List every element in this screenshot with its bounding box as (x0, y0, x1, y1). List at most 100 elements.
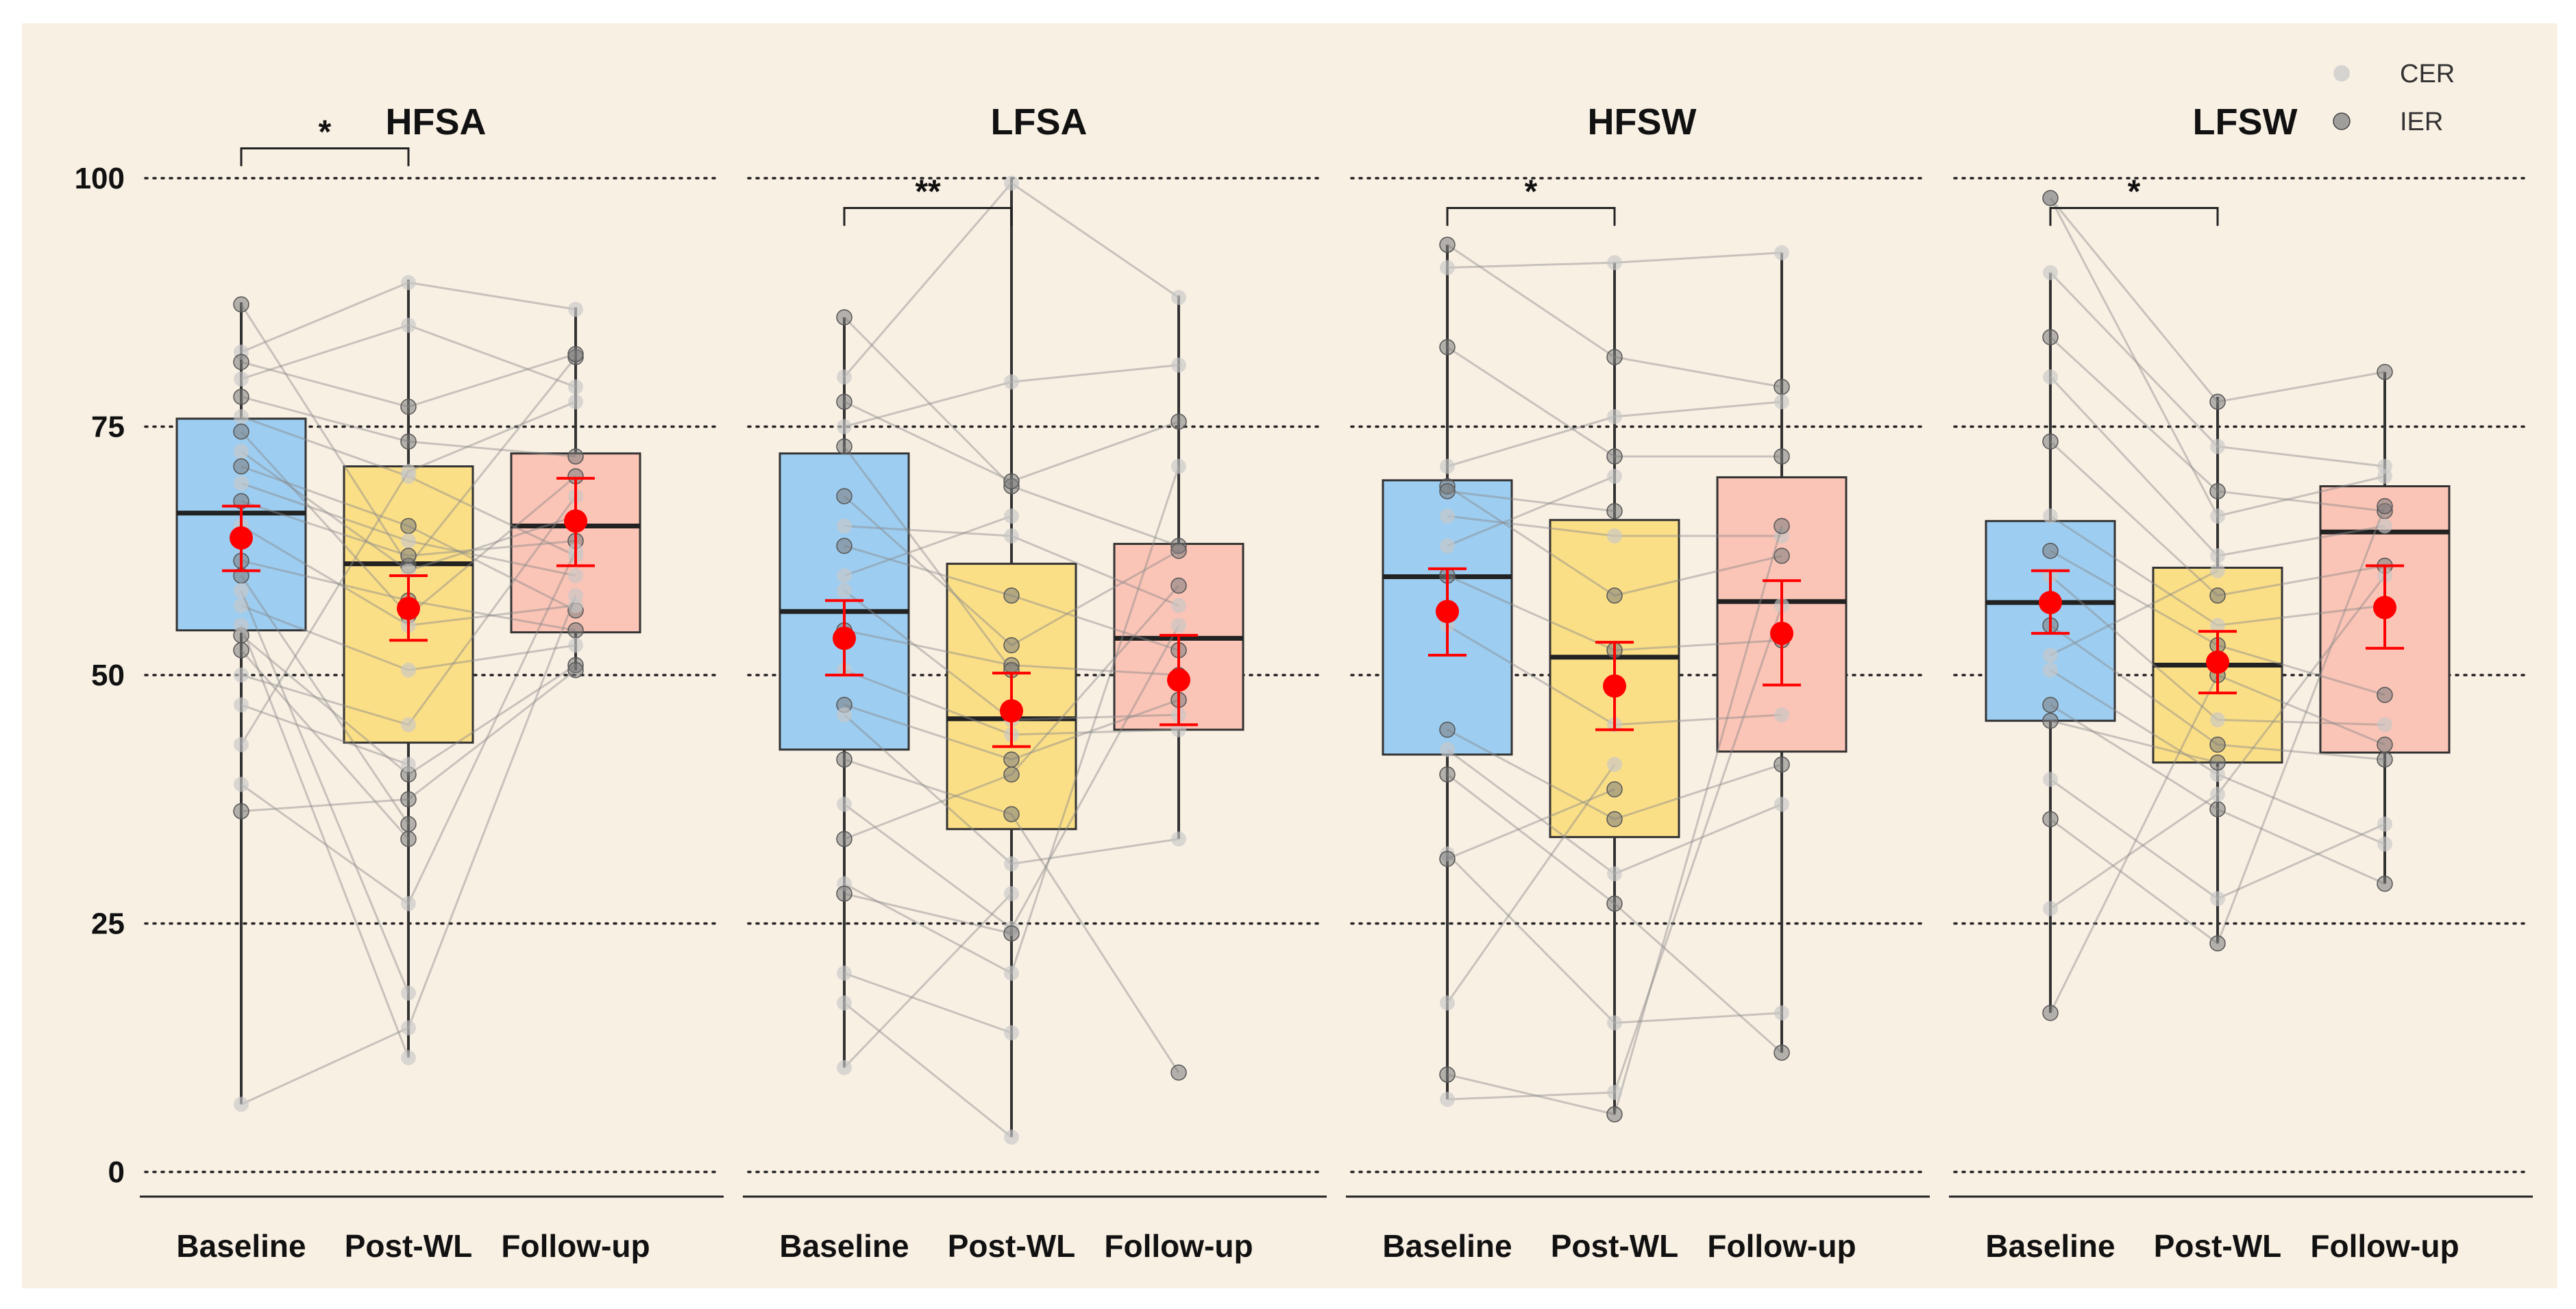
mean-point (397, 596, 420, 620)
panel-title: LFSW (2193, 101, 2298, 143)
participant-point (2377, 751, 2393, 768)
mean-point (833, 626, 856, 650)
participant-point (2210, 617, 2225, 633)
participant-line (2050, 720, 2218, 764)
participant-point (400, 791, 417, 807)
participant-point (1606, 349, 1623, 365)
significance-label: * (1525, 174, 1538, 210)
participant-point (400, 517, 417, 535)
participant-point (567, 622, 584, 639)
participant-point (2210, 439, 2225, 454)
participant-point (234, 476, 249, 491)
significance-bracket (1446, 207, 1616, 226)
participant-point (1607, 757, 1622, 772)
category-label: Baseline (176, 1228, 306, 1264)
mean-point (1436, 600, 1459, 624)
participant-point (1170, 1064, 1187, 1081)
participant-point (401, 896, 416, 912)
participant-point (1440, 260, 1455, 276)
participant-line (844, 892, 1012, 935)
participant-point (1439, 722, 1456, 738)
participant-point (234, 697, 249, 713)
participant-point (234, 1097, 249, 1112)
participant-point (234, 409, 249, 424)
participant-point (567, 345, 584, 363)
participant-line (844, 515, 1012, 577)
participant-point (234, 598, 249, 613)
participant-point (1774, 1005, 1789, 1020)
participant-point (234, 617, 249, 633)
participant-point (2377, 717, 2392, 733)
participant-point (401, 757, 416, 772)
participant-point (1774, 1044, 1790, 1061)
participant-point (1004, 1025, 1019, 1040)
participant-point (1440, 509, 1455, 524)
participant-point (2042, 811, 2059, 827)
participant-point (2042, 543, 2059, 559)
significance-bracket (240, 147, 410, 167)
participant-line (2050, 570, 2218, 657)
participant-point (401, 717, 416, 733)
significance-label: * (2128, 174, 2141, 210)
participant-point (2377, 875, 2393, 892)
category-label: Baseline (1985, 1228, 2115, 1264)
participant-line (240, 649, 410, 840)
participant-point (2210, 891, 2225, 907)
participant-point (1439, 483, 1456, 500)
legend-cer-marker (2333, 65, 2350, 82)
participant-point (1003, 473, 1020, 489)
category-label: Baseline (779, 1228, 909, 1264)
category-label: Follow-up (501, 1228, 650, 1264)
participant-point (1774, 448, 1790, 465)
participant-point (1004, 374, 1019, 390)
participant-point (2210, 563, 2225, 578)
participant-point (568, 637, 583, 653)
participant-point (1606, 811, 1623, 827)
participant-line (1447, 788, 1615, 860)
participant-point (1606, 503, 1623, 519)
participant-line (843, 892, 1013, 1068)
participant-point (401, 986, 416, 1001)
participant-point (568, 568, 583, 583)
participant-point (1606, 895, 1623, 912)
mean-point (230, 526, 253, 550)
participant-point (2377, 687, 2393, 703)
participant-point (1440, 995, 1455, 1011)
participant-point (567, 662, 584, 678)
participant-point (837, 796, 852, 812)
y-tick-label: 50 (91, 659, 125, 692)
participant-line (240, 624, 410, 1058)
participant-line (1447, 490, 1615, 513)
participant-point (1171, 598, 1186, 613)
participant-point (837, 419, 852, 435)
participant-point (1003, 751, 1020, 768)
participant-point (1439, 1066, 1456, 1083)
significance-label: * (319, 114, 332, 151)
participant-point (401, 1020, 416, 1036)
participant-point (401, 1050, 416, 1066)
legend-ier-label: IER (2400, 108, 2443, 136)
participant-point (234, 371, 249, 387)
participant-point (1171, 831, 1186, 847)
participant-point (1439, 236, 1456, 253)
participant-point (400, 398, 417, 415)
participant-point (2209, 393, 2226, 410)
category-label: Post-WL (1551, 1228, 1679, 1264)
participant-point (1439, 339, 1456, 356)
participant-point (837, 995, 852, 1011)
category-label: Follow-up (1707, 1228, 1856, 1264)
participant-point (2377, 836, 2392, 852)
participant-point (2209, 736, 2226, 753)
mean-point (2206, 650, 2229, 674)
participant-point (401, 533, 416, 549)
significance-label: ** (915, 174, 941, 210)
y-tick-label: 75 (91, 411, 125, 444)
participant-point (1170, 577, 1187, 594)
participant-point (233, 354, 249, 370)
participant-point (2209, 801, 2226, 818)
participant-point (1774, 756, 1790, 773)
participant-point (2042, 433, 2059, 450)
